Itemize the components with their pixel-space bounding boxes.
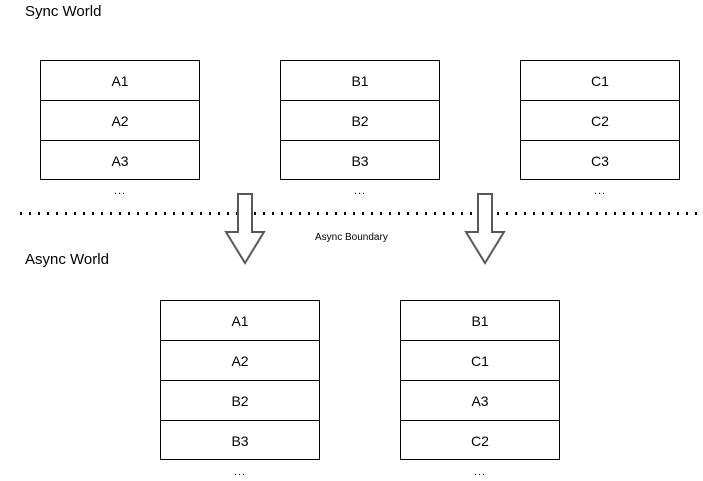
queue-cell: C1 [401, 341, 559, 381]
queue-cell: B1 [401, 301, 559, 341]
async-boundary-line [20, 212, 703, 215]
queue-cell: A2 [41, 101, 199, 141]
async-queue-1: A1 A2 B2 B3 [160, 300, 320, 460]
queue-cell: C1 [521, 61, 679, 101]
queue-cell: C3 [591, 153, 609, 169]
queue-cell: A1 [41, 61, 199, 101]
sync-queue-c: C1 C2 C3 [520, 60, 680, 180]
queue-cell: B3 [231, 433, 249, 449]
async-queue-2: B1 C1 A3 C2 [400, 300, 560, 460]
queue-a-ellipsis: ... [113, 185, 127, 197]
async-boundary-label: Async Boundary [315, 232, 388, 243]
sync-queue-a: A1 A2 A3 [40, 60, 200, 180]
queue-cell: C2 [521, 101, 679, 141]
arrow-left-icon [224, 193, 266, 265]
queue-cell: A3 [111, 153, 129, 169]
queue-c-ellipsis: ... [593, 185, 607, 197]
queue-cell: B1 [281, 61, 439, 101]
queue-cell: B3 [351, 153, 369, 169]
queue-cell: A2 [161, 341, 319, 381]
arrow-right-icon [464, 193, 506, 265]
queue-cell: A3 [401, 381, 559, 421]
queue-b-ellipsis: ... [353, 185, 367, 197]
queue-cell: C2 [471, 433, 489, 449]
queue-cell: B2 [281, 101, 439, 141]
async-world-label: Async World [25, 251, 109, 268]
sync-world-label: Sync World [25, 3, 102, 20]
queue-cell: B2 [161, 381, 319, 421]
queue-cell: A1 [161, 301, 319, 341]
async-queue-2-ellipsis: ... [473, 466, 487, 478]
async-queue-1-ellipsis: ... [233, 466, 247, 478]
sync-queue-b: B1 B2 B3 [280, 60, 440, 180]
